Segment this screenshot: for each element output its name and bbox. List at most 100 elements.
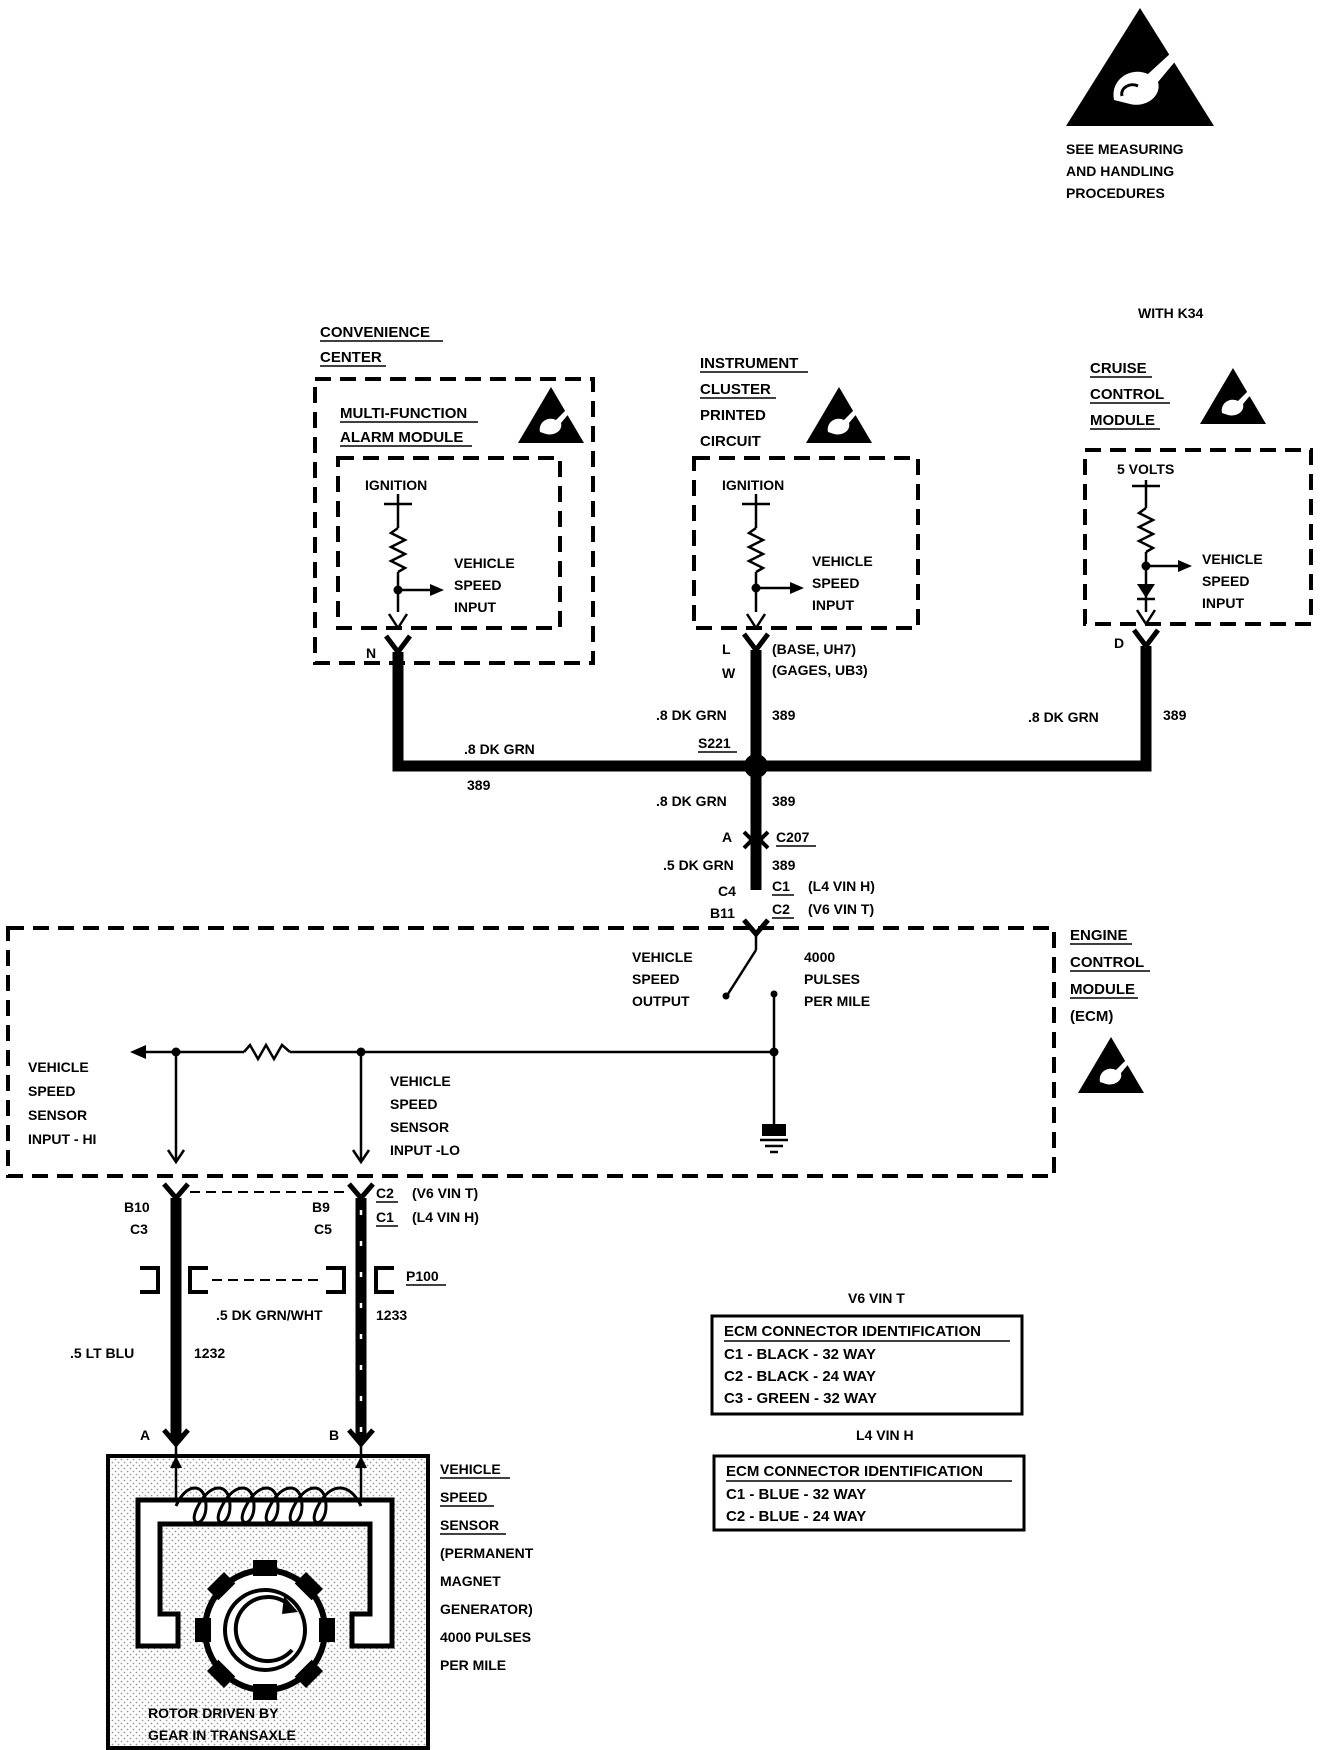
conn-c1-top: C1 (772, 878, 790, 894)
connector-p100 (140, 1266, 394, 1294)
vss-label-1: VEHICLE (440, 1461, 501, 1477)
center-wire-color-upper: .8 DK GRN (656, 707, 727, 723)
splice-label: S221 (698, 735, 731, 751)
right-wire-circuit: 389 (1163, 707, 1187, 723)
cluster-input-label-1: VEHICLE (812, 553, 873, 569)
right-wire-color: .8 DK GRN (1028, 709, 1099, 725)
vss-label-4: (PERMANENT (440, 1545, 534, 1561)
ecm-lo-label-1: VEHICLE (390, 1073, 451, 1089)
conn-l4-note-top: (L4 VIN H) (808, 878, 875, 894)
instrument-cluster: INSTRUMENT CLUSTER PRINTED CIRCUIT IGNIT… (692, 355, 920, 631)
ecm-hi-label-2: SPEED (28, 1083, 75, 1099)
engine-control-module: ENGINE CONTROL MODULE (ECM) VEHICLE SPEE… (6, 926, 1150, 1178)
esd-warning-icon (1066, 8, 1214, 126)
cruise-5v-label: 5 VOLTS (1117, 461, 1174, 477)
cruise-input-label-2: SPEED (1202, 573, 1249, 589)
connector-d (1132, 628, 1160, 651)
vss-pin-b: B (329, 1427, 339, 1443)
connector-n (384, 634, 412, 657)
table-l4-row: C1 - BLUE - 32 WAY (726, 1486, 866, 1503)
ecm-pulses-label-1: 4000 (804, 949, 835, 965)
connector-l-w (742, 632, 770, 655)
table-l4-caption: L4 VIN H (856, 1427, 914, 1443)
table-v6-row: C1 - BLACK - 32 WAY (724, 1346, 876, 1363)
cluster-pin-l-note: (BASE, UH7) (772, 641, 856, 657)
table-v6-caption: V6 VIN T (848, 1290, 905, 1306)
ecm-label-3: MODULE (1070, 981, 1135, 998)
convenience-center-label-2: CENTER (320, 349, 382, 366)
c207-label: C207 (776, 829, 810, 845)
ecm-output-label-3: OUTPUT (632, 993, 690, 1009)
ecm-pin-b11: B11 (710, 905, 735, 921)
center-wire-color-lower: .8 DK GRN (656, 793, 727, 809)
mfa-label-2: ALARM MODULE (340, 429, 463, 446)
gear-icon (195, 1560, 335, 1700)
table-l4-header: ECM CONNECTOR IDENTIFICATION (726, 1463, 983, 1480)
esd-note-line2: AND HANDLING (1066, 163, 1174, 179)
pin-c3: C3 (130, 1221, 148, 1237)
connector-b9-c5 (347, 1182, 375, 1202)
p100-label: P100 (406, 1268, 439, 1284)
convenience-center-label-1: CONVENIENCE (320, 324, 430, 341)
table-v6-row: C2 - BLACK - 24 WAY (724, 1368, 876, 1385)
cruise-label-1: CRUISE (1090, 360, 1147, 377)
conn-v6-note-bottom: (V6 VIN T) (412, 1185, 478, 1201)
ecm-output-label-1: VEHICLE (632, 949, 693, 965)
esd-note-line3: PROCEDURES (1066, 185, 1165, 201)
mfa-label-1: MULTI-FUNCTION (340, 405, 467, 422)
cruise-label-2: CONTROL (1090, 386, 1164, 403)
splice-s221 (744, 754, 768, 778)
cluster-input-label-3: INPUT (812, 597, 854, 613)
conn-c2-bottom: C2 (376, 1185, 394, 1201)
table-l4: ECM CONNECTOR IDENTIFICATION C1 - BLUE -… (712, 1454, 1026, 1532)
vss-lo-wire-color: .5 DK GRN/WHT (216, 1307, 323, 1323)
esd-note-line1: SEE MEASURING (1066, 141, 1184, 157)
vehicle-speed-sensor: ROTOR DRIVEN BY GEAR IN TRANSAXLE (106, 1444, 430, 1750)
esd-icon (806, 387, 872, 443)
vss-label-3: SENSOR (440, 1517, 499, 1533)
vss-rotor-label-1: ROTOR DRIVEN BY (148, 1705, 279, 1721)
vss-label-6: GENERATOR) (440, 1601, 533, 1617)
vss-label-8: PER MILE (440, 1657, 506, 1673)
pin-b9: B9 (312, 1199, 330, 1215)
pin-c5: C5 (314, 1221, 332, 1237)
vss-pin-a: A (140, 1427, 150, 1443)
mfa-ignition-label: IGNITION (365, 477, 427, 493)
vss-hi-wire-circuit: 1232 (194, 1345, 225, 1361)
esd-icon (518, 387, 584, 443)
table-v6-row: C3 - GREEN - 32 WAY (724, 1390, 877, 1407)
vss-lo-wire-circuit: 1233 (376, 1307, 407, 1323)
left-wire-color: .8 DK GRN (464, 741, 535, 757)
ecm-hi-label-1: VEHICLE (28, 1059, 89, 1075)
ecm-hi-label-3: SENSOR (28, 1107, 87, 1123)
table-l4-row: C2 - BLUE - 24 WAY (726, 1508, 866, 1525)
cluster-pin-w-note: (GAGES, UB3) (772, 662, 868, 678)
center-wire-circuit-upper: 389 (772, 707, 796, 723)
ecm-feed-wire-color: .5 DK GRN (663, 857, 734, 873)
left-wire-circuit: 389 (467, 777, 491, 793)
pin-b10: B10 (124, 1199, 150, 1215)
cruise-input-label-3: INPUT (1202, 595, 1244, 611)
ecm-pulses-label-3: PER MILE (804, 993, 870, 1009)
ecm-output-label-2: SPEED (632, 971, 679, 987)
c207-pin-a: A (722, 829, 732, 845)
cruise-pin-d: D (1114, 635, 1124, 651)
connector-c207 (742, 830, 770, 850)
convenience-center: CONVENIENCE CENTER (313, 324, 595, 665)
cruise-input-label-1: VEHICLE (1202, 551, 1263, 567)
ecm-lo-label-4: INPUT -LO (390, 1142, 460, 1158)
ecm-label-1: ENGINE (1070, 927, 1128, 944)
cruise-label-3: MODULE (1090, 412, 1155, 429)
mfa-input-label-1: VEHICLE (454, 555, 515, 571)
cluster-pin-l: L (722, 641, 731, 657)
esd-icon (1078, 1037, 1144, 1093)
vss-label-2: SPEED (440, 1489, 487, 1505)
cluster-label-2: CLUSTER (700, 381, 771, 398)
conn-c2-top: C2 (772, 901, 790, 917)
vss-label-5: MAGNET (440, 1573, 501, 1589)
cluster-label-3: PRINTED (700, 407, 766, 424)
cluster-label-1: INSTRUMENT (700, 355, 798, 372)
esd-icon (1200, 368, 1266, 424)
cluster-ignition-label: IGNITION (722, 477, 784, 493)
connector-b10-c3 (162, 1182, 190, 1202)
